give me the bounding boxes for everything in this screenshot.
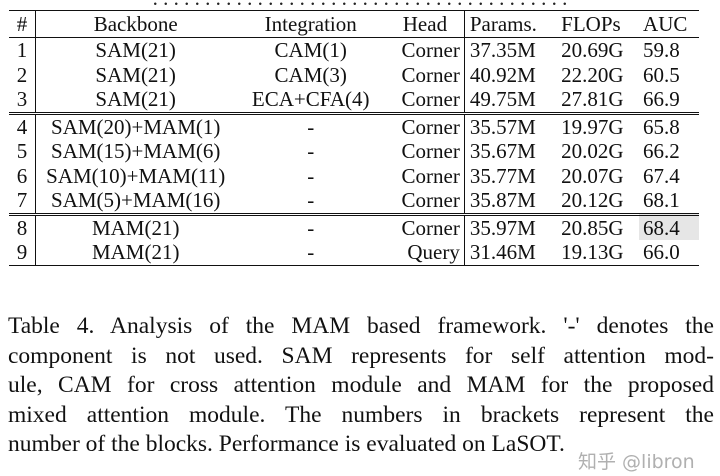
row-number: 4	[9, 111, 36, 139]
flops-cell: 20.85G	[557, 212, 640, 240]
params-cell: 35.87M	[469, 188, 536, 213]
auc-cell: 68.4	[639, 212, 699, 240]
backbone-cell: SAM(21)	[95, 62, 176, 87]
flops-cell: 20.07G	[561, 163, 624, 188]
head-cell: Corner	[386, 139, 465, 164]
integration-cell: CAM(3)	[274, 62, 347, 87]
caption-line: Table 4. Analysis of the MAM based frame…	[8, 313, 714, 339]
head-cell: Corner	[386, 62, 465, 87]
head-cell: Query	[386, 240, 465, 266]
auc-cell: 65.8	[639, 111, 699, 139]
params-cell: 49.75M	[469, 87, 536, 112]
integration-cell: -	[235, 111, 387, 139]
params-cell: 31.46M	[464, 240, 558, 266]
col-header-auc: AUC	[639, 10, 699, 38]
integration-cell: -	[235, 212, 387, 240]
backbone-cell: SAM(20)+MAM(1)	[35, 111, 236, 139]
integration-cell: ECA+CFA(4)	[251, 87, 370, 112]
flops-cell: 20.02G	[561, 139, 624, 164]
flops-cell: 22.20G	[561, 62, 624, 87]
auc-cell: 66.2	[643, 139, 680, 164]
row-number: 6	[9, 163, 36, 188]
clipped-caption-text: . . . . . . . . . . . . . . . . . . . . …	[0, 0, 720, 8]
params-cell: 35.97M	[464, 212, 558, 240]
col-header-integration: Integration	[235, 10, 387, 38]
integration-cell: -	[235, 240, 387, 266]
row-number: 1	[9, 37, 36, 63]
params-cell: 37.35M	[469, 38, 536, 63]
auc-cell: 59.8	[643, 38, 680, 63]
head-cell: Corner	[386, 163, 465, 188]
row-number: 9	[9, 240, 36, 266]
col-header-flops: FLOPs	[557, 10, 640, 38]
caption-line: mixed attention module. The numbers in b…	[8, 401, 714, 428]
head-cell: Corner	[386, 212, 465, 240]
backbone-cell: SAM(21)	[95, 38, 176, 63]
integration-cell: -	[307, 188, 315, 213]
table-caption: Table 4. Analysis of the MAM based frame…	[8, 312, 714, 460]
flops-cell: 20.69G	[561, 38, 624, 63]
row-number: 3	[9, 87, 36, 113]
auc-cell: 66.0	[639, 240, 699, 266]
row-number: 5	[9, 139, 36, 164]
backbone-cell: SAM(15)+MAM(6)	[51, 139, 221, 164]
backbone-cell: SAM(21)	[95, 87, 176, 112]
backbone-cell: MAM(21)	[35, 212, 236, 240]
backbone-cell: MAM(21)	[35, 240, 236, 266]
flops-cell: 19.97G	[557, 111, 640, 139]
col-header-number: #	[9, 10, 36, 38]
backbone-cell: SAM(10)+MAM(11)	[46, 163, 226, 188]
flops-cell: 27.81G	[561, 87, 624, 112]
row-number: 7	[9, 188, 36, 214]
auc-cell: 68.1	[643, 188, 680, 213]
row-number: 2	[9, 62, 36, 87]
col-header-head: Head	[386, 10, 465, 38]
auc-cell: 66.9	[643, 87, 680, 112]
params-cell: 40.92M	[469, 62, 536, 87]
backbone-cell: SAM(5)+MAM(16)	[51, 188, 221, 213]
watermark: 知乎 @libron	[578, 451, 695, 473]
params-cell: 35.67M	[469, 139, 536, 164]
params-cell: 35.57M	[464, 111, 558, 139]
row-number: 8	[9, 212, 36, 240]
col-header-params: Params.	[464, 10, 558, 38]
auc-cell: 60.5	[643, 62, 680, 87]
integration-cell: -	[307, 163, 315, 188]
caption-line: ule, CAM for cross attention module and …	[8, 372, 714, 398]
head-cell: Corner	[386, 111, 465, 139]
caption-line: number of the blocks. Performance is eva…	[8, 431, 565, 457]
table-header-row: # Backbone Integration Head Params. FLOP…	[9, 10, 699, 38]
params-cell: 35.77M	[469, 163, 536, 188]
integration-cell: CAM(1)	[274, 38, 347, 63]
head-cell: Corner	[386, 188, 465, 214]
head-cell: Corner	[386, 87, 465, 113]
results-table: # Backbone Integration Head Params. FLOP…	[9, 10, 699, 266]
flops-cell: 20.12G	[561, 188, 624, 213]
flops-cell: 19.13G	[557, 240, 640, 266]
auc-cell: 67.4	[643, 163, 680, 188]
caption-line: component is not used. SAM represents fo…	[8, 342, 714, 369]
integration-cell: -	[307, 139, 315, 164]
head-cell: Corner	[386, 37, 465, 63]
col-header-backbone: Backbone	[35, 10, 236, 38]
